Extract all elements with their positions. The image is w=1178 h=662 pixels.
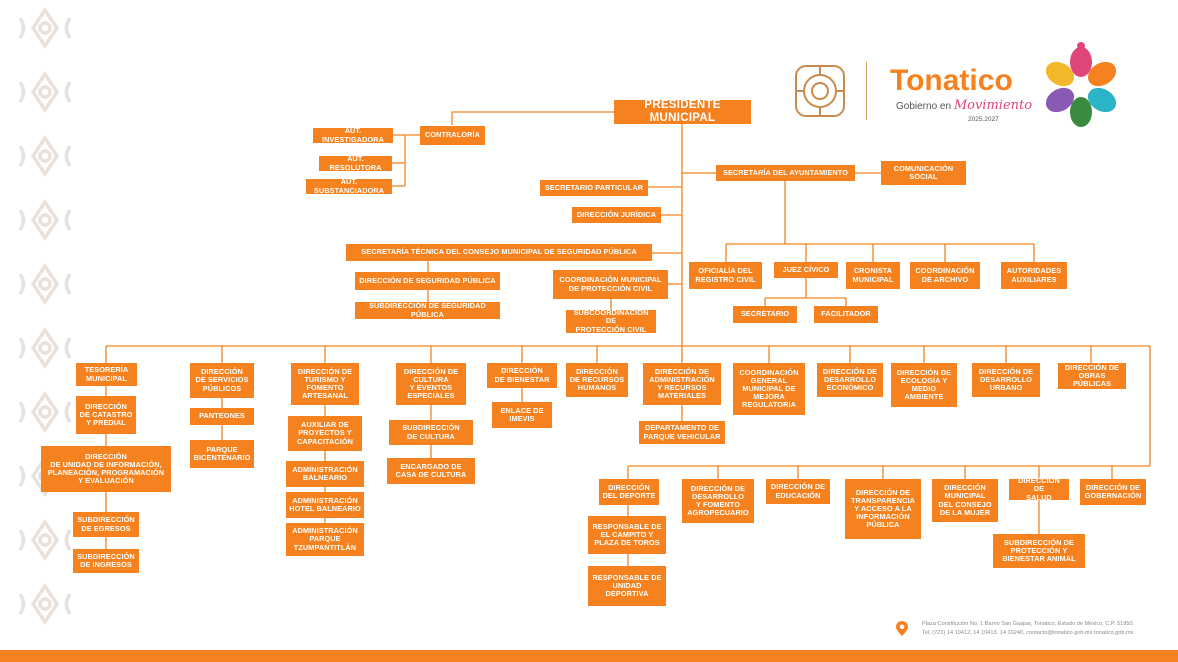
subdireccion-seguridad-box: SUBDIRECCIÓN DE SEGURIDAD PÚBLICA (355, 302, 500, 319)
autoridades-auxiliares-box: AUTORIDADES AUXILIARES (1001, 262, 1067, 289)
direccion-salud-box: DIRECCIÓN DE SALUD (1009, 477, 1069, 501)
decorative-side-pattern (18, 6, 72, 626)
subdireccion-cultura-box: SUBDIRECCIÓN DE CULTURA (389, 420, 473, 445)
direccion-bienestar-box: DIRECCIÓN DE BIENESTAR (487, 363, 557, 388)
flower-logo-icon (1045, 42, 1117, 127)
parque-bicentenario-box: PARQUE BICENTENARIO (190, 440, 254, 468)
direccion-consejo-mujer-box: DIRECCIÓN MUNICIPAL DEL CONSEJO DE LA MU… (932, 479, 998, 522)
direccion-gobernacion-box: DIRECCIÓN DE GOBERNACIÓN (1080, 479, 1146, 505)
administracion-balneario-box: ADMINISTRACIÓN BALNEARIO (286, 461, 364, 487)
bottom-bar (0, 650, 1178, 662)
subdireccion-egresos-box: SUBDIRECCIÓN DE EGRESOS (73, 512, 139, 537)
direccion-juridica-box: DIRECCIÓN JURÍDICA (572, 207, 661, 223)
administracion-hotel-box: ADMINISTRACIÓN HOTEL BALNEARIO (286, 492, 364, 518)
panteones-box: PANTEONES (190, 408, 254, 425)
secretaria-tecnica-box: SECRETARÍA TÉCNICA DEL CONSEJO MUNICIPAL… (346, 244, 652, 261)
brand-script: Movimiento (953, 98, 1033, 113)
direccion-administracion-box: DIRECCIÓN DE ADMINISTRACIÓN Y RECURSOS M… (643, 363, 721, 405)
brand-tagline: Gobierno en Movimiento (896, 98, 1032, 113)
logo-divider (866, 62, 867, 120)
subdireccion-ingresos-box: SUBDIRECCIÓN DE INGRESOS (73, 549, 139, 573)
direccion-recursos-humanos-box: DIRECCIÓN DE RECURSOS HUMANOS (566, 363, 628, 397)
secretario-particular-box: SECRETARIO PARTICULAR (540, 180, 648, 196)
tesoreria-box: TESORERÍA MUNICIPAL (76, 363, 137, 386)
responsable-unidad-deportiva-box: RESPONSABLE DE UNIDAD DEPORTIVA (588, 566, 666, 606)
comunicacion-social-box: COMUNICACIÓN SOCIAL (881, 161, 966, 185)
juez-civico-box: JUEZ CÍVICO (774, 262, 838, 278)
footer-address: Plaza Constitución No. 1 Barrio San Gasp… (922, 621, 1135, 627)
oficialia-registro-civil-box: OFICIALÍA DEL REGISTRO CIVIL (689, 262, 762, 289)
coordinacion-proteccion-civil-box: COORDINACIÓN MUNICIPAL DE PROTECCIÓN CIV… (553, 270, 668, 299)
direccion-educacion-box: DIRECCIÓN DE EDUCACIÓN (766, 479, 830, 504)
footer-contact: Tel. (721) 14 10412, 14 10413, 14 10240,… (922, 630, 1134, 636)
brand-years: 2025.2027 (968, 116, 999, 123)
aut-investigadora-box: AUT. INVESTIGADORA (313, 127, 393, 143)
subcoordinacion-proteccion-civil-box: SUBCOORDINACIÓN DE PROTECCIÓN CIVIL (566, 309, 656, 333)
coordinacion-mejora-regulatoria-box: COORDINACIÓN GENERAL MUNICIPAL DE MEJORA… (733, 363, 805, 415)
municipal-seal-icon (795, 65, 845, 117)
administracion-parque-box: ADMINISTRACIÓN PARQUE TZUMPANTITLÁN (286, 523, 364, 556)
location-icon (896, 621, 908, 636)
direccion-desarrollo-economico-box: DIRECCIÓN DE DESARROLLO ECONÓMICO (817, 363, 883, 397)
brand-prefix: Gobierno en (896, 101, 952, 112)
coordinacion-archivo-box: COORDINACIÓN DE ARCHIVO (910, 262, 980, 289)
direccion-unidad-informacion-box: DIRECCIÓN DE UNIDAD DE INFORMACIÓN, PLAN… (41, 446, 171, 492)
direccion-deporte-box: DIRECCIÓN DEL DEPORTE (599, 479, 659, 505)
direccion-seguridad-box: DIRECCIÓN DE SEGURIDAD PÚBLICA (355, 272, 500, 290)
facilitador-box: FACILITADOR (814, 306, 878, 323)
responsable-campito-box: RESPONSABLE DE EL CAMPITO Y PLAZA DE TOR… (588, 516, 666, 554)
aut-resolutora-box: AUT. RESOLUTORA (319, 155, 392, 171)
contraloria-box: CONTRALORÍA (420, 126, 485, 145)
brand-name: Tonatico (890, 64, 1013, 97)
direccion-catastro-box: DIRECCIÓN DE CATASTRO Y PREDIAL (76, 396, 136, 434)
direccion-servicios-box: DIRECCIÓN DE SERVICIOS PÚBLICOS (190, 363, 254, 398)
auxiliar-proyectos-box: AUXILIAR DE PROYECTOS Y CAPACITACIÓN (288, 416, 362, 451)
cronista-municipal-box: CRONISTA MUNICIPAL (846, 262, 900, 289)
subdireccion-proteccion-animal-box: SUBDIRECCIÓN DE PROTECCIÓN Y BIENESTAR A… (993, 534, 1085, 568)
secretaria-ayuntamiento-box: SECRETARÍA DEL AYUNTAMIENTO (716, 165, 855, 181)
enlace-imevis-box: ENLACE DE IMEVIS (492, 402, 552, 428)
direccion-transparencia-box: DIRECCIÓN DE TRANSPARENCIA Y ACCESO A LA… (845, 479, 921, 539)
departamento-parque-vehicular-box: DEPARTAMENTO DE PARQUE VEHICULAR (639, 421, 725, 444)
direccion-turismo-box: DIRECCIÓN DE TURISMO Y FOMENTO ARTESANAL (291, 363, 359, 405)
direccion-obras-publicas-box: DIRECCIÓN DE OBRAS PÚBLICAS (1058, 363, 1126, 389)
encargado-casa-cultura-box: ENCARGADO DE CASA DE CULTURA (387, 458, 475, 484)
presidente-municipal-box: PRESIDENTE MUNICIPAL (614, 99, 751, 124)
direccion-cultura-box: DIRECCIÓN DE CULTURA Y EVENTOS ESPECIALE… (396, 363, 466, 405)
direccion-ecologia-box: DIRECCIÓN DE ECOLOGÍA Y MEDIO AMBIENTE (891, 363, 957, 407)
brand-logo: Tonatico Gobierno en Movimiento 2025.202… (890, 64, 1035, 130)
direccion-agropecuario-box: DIRECCIÓN DE DESARROLLO Y FOMENTO AGROPE… (682, 479, 754, 523)
direccion-desarrollo-urbano-box: DIRECCIÓN DE DESARROLLO URBANO (972, 363, 1040, 397)
aut-substanciadora-box: AUT. SUBSTANCIADORA (306, 178, 392, 194)
secretario-box: SECRETARIO (733, 306, 797, 323)
